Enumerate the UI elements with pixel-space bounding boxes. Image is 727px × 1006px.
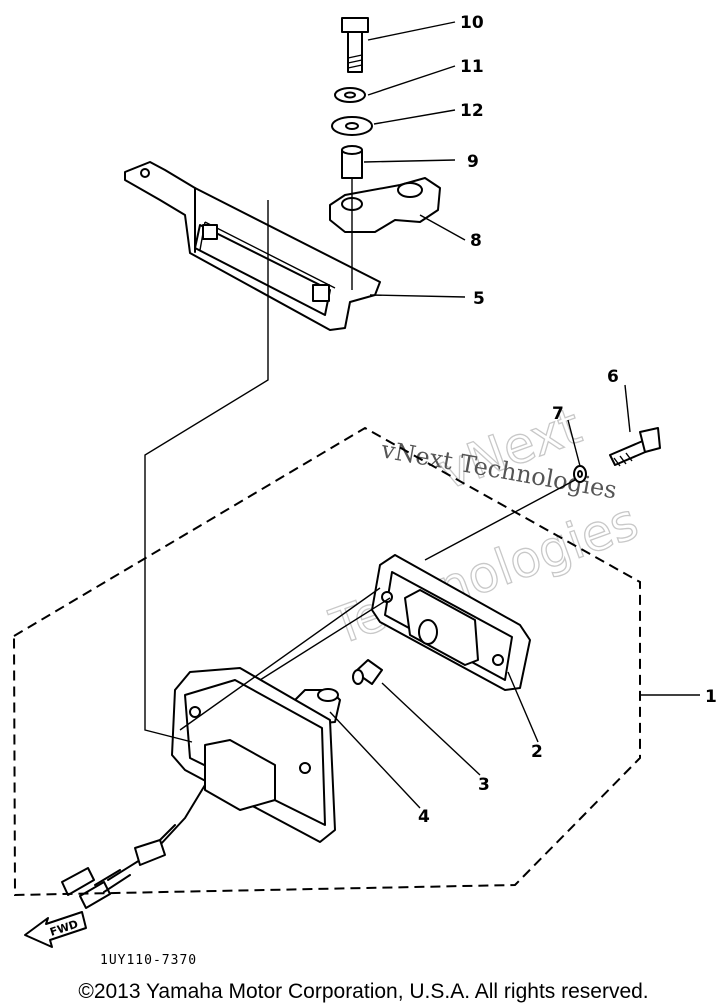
callout-1: 1 [705, 687, 717, 707]
callout-5: 5 [473, 289, 485, 309]
part-code: 1UY110-7370 [100, 953, 197, 968]
bolt-10-part [341, 17, 369, 73]
callout-10: 10 [460, 13, 484, 33]
callout-8: 8 [470, 231, 482, 251]
callout-7: 7 [552, 404, 564, 424]
callout-2: 2 [531, 742, 543, 762]
fwd-arrow-icon: FWD [24, 911, 87, 948]
collar-9-part [341, 145, 363, 179]
washer-7-part [573, 465, 587, 483]
washer-12-part [331, 116, 373, 136]
reference-lines [144, 178, 576, 743]
lamp-housing-2-part [371, 554, 531, 691]
lamp-base-part [171, 667, 336, 843]
wiring-harness [61, 784, 206, 909]
callout-6: 6 [607, 367, 619, 387]
assembly-outline [12, 426, 641, 897]
callout-4: 4 [418, 807, 430, 827]
copyright-notice: ©2013 Yamaha Motor Corporation, U.S.A. A… [78, 980, 649, 1003]
bracket-8-part [329, 177, 441, 233]
bulb-3-part [352, 659, 383, 685]
lock-washer-11-part [334, 87, 366, 103]
callout-9: 9 [467, 152, 479, 172]
leader-lines [329, 21, 700, 809]
callout-11: 11 [460, 57, 484, 77]
bolt-6-part [609, 427, 661, 467]
callout-3: 3 [478, 775, 490, 795]
plate-5-part [124, 161, 381, 331]
callout-12: 12 [460, 101, 484, 121]
